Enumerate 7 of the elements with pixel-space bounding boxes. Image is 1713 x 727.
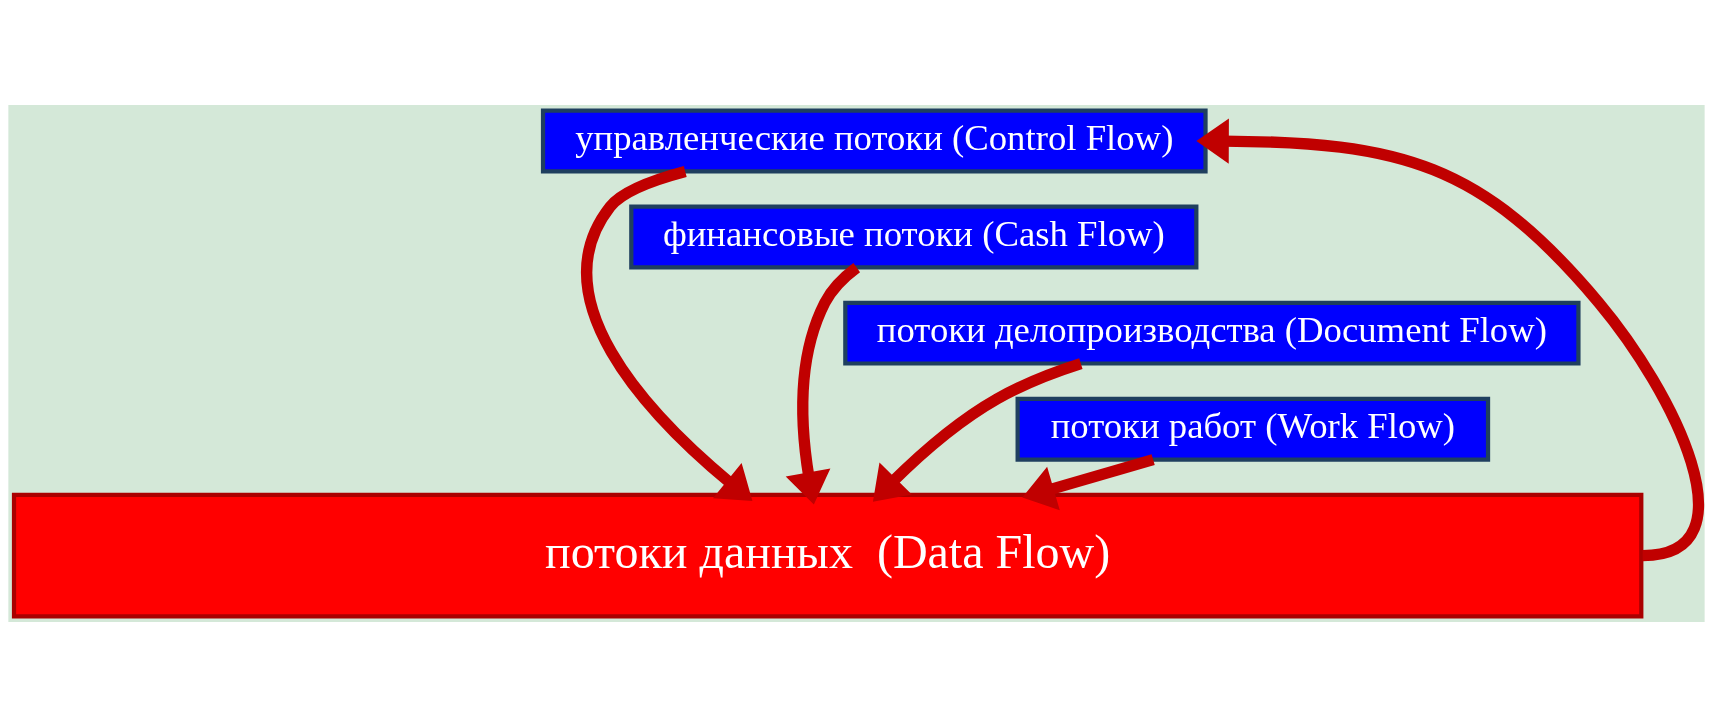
arrow — [1022, 454, 1155, 511]
node-box: потоки делопроизводства (Document Flow) — [843, 300, 1581, 366]
node-box: управленческие потоки (Control Flow) — [540, 108, 1208, 174]
node-box: финансовые потоки (Cash Flow) — [629, 204, 1199, 270]
node-box: потоки работ (Work Flow) — [1015, 396, 1491, 462]
node-box: потоки данных (Data Flow) — [11, 492, 1644, 619]
arrow — [785, 263, 861, 505]
